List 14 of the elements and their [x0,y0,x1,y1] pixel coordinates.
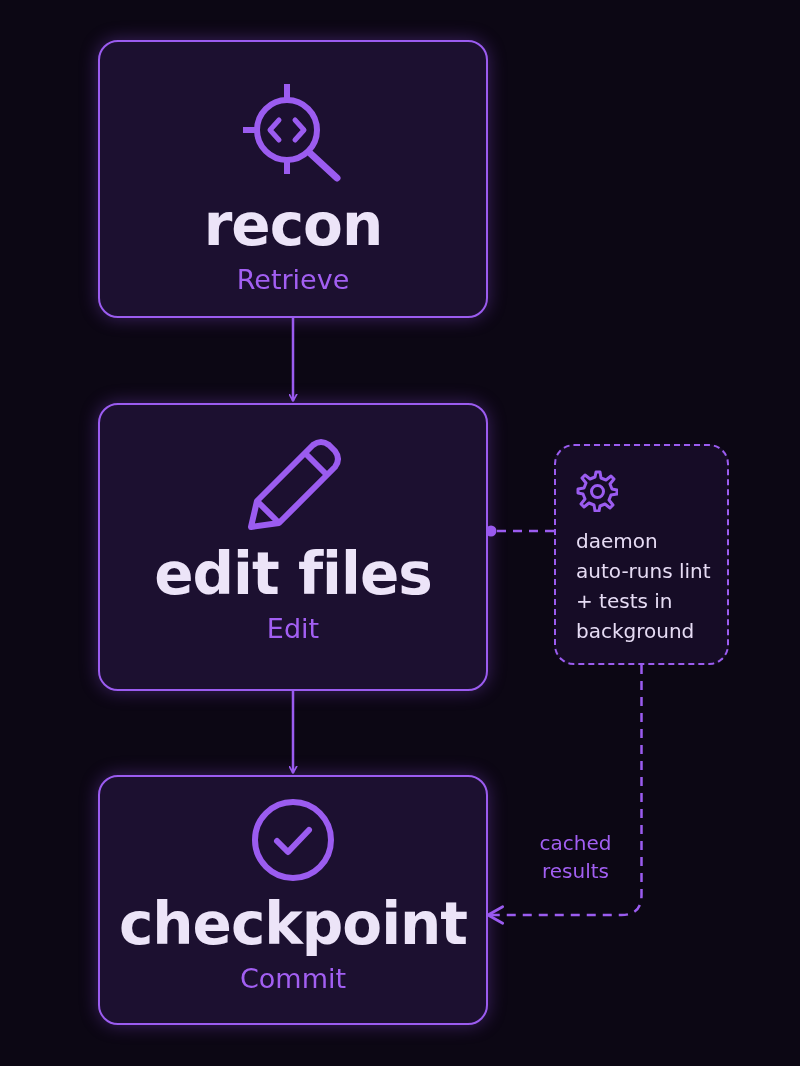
process-box [98,775,488,1025]
dashed-arrow [486,665,643,925]
process-box [98,40,488,318]
step-subtitle: Edit [266,612,320,646]
step-subtitle: Retrieve [236,263,350,297]
dashed-note-box [554,444,729,665]
arrow [288,318,298,402]
step-title: checkpoint [118,893,468,957]
step-title: recon [203,194,383,258]
step-subtitle: Commit [239,962,347,996]
note-text: daemon auto-runs lint + tests in background [576,528,712,645]
process-box [98,403,488,691]
arrow [288,691,298,774]
step-title: edit files [154,543,432,607]
